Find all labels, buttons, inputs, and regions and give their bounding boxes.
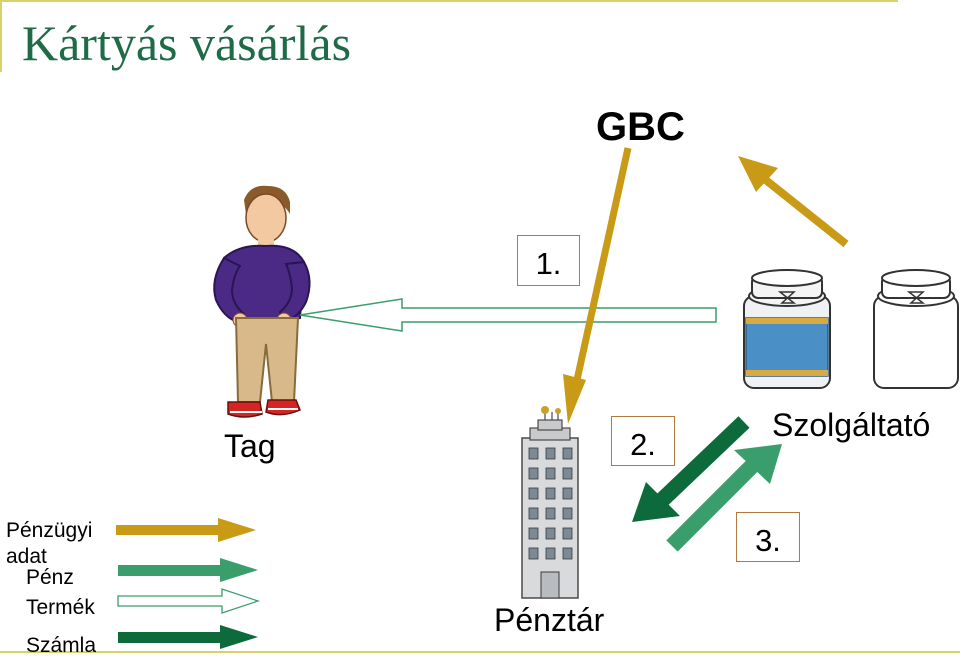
legend-product-label: Termék <box>26 596 95 619</box>
person-icon <box>213 185 311 418</box>
slide-frame-bottom <box>0 651 960 653</box>
gbc-label: GBC <box>596 105 685 149</box>
step-3-box: 3. <box>736 512 800 562</box>
money-arrow <box>666 444 782 552</box>
financial-data-arrow <box>738 156 849 248</box>
product-flow-arrow <box>299 298 717 332</box>
slide-title: Kártyás vásárlás <box>22 15 352 71</box>
legend-money-label: Pénz <box>26 566 74 589</box>
cashier-label: Pénztár <box>494 602 605 638</box>
legend-invoice-label: Számla <box>26 634 97 657</box>
office-building-icon <box>521 406 579 599</box>
slide-frame-left <box>0 0 2 72</box>
slide-frame-top <box>0 0 898 2</box>
legend-financial-label-line2: adat <box>6 545 47 568</box>
step-1-box: 1. <box>517 235 580 286</box>
financial-data-line <box>563 147 632 424</box>
legend-product-arrow <box>117 588 261 614</box>
invoice-arrow <box>632 416 750 522</box>
provider-label: Szolgáltató <box>772 407 931 443</box>
member-label: Tag <box>224 428 276 464</box>
jar-icon <box>743 269 831 389</box>
legend-financial-arrow <box>116 518 256 542</box>
legend-invoice-arrow <box>118 625 258 649</box>
legend-money-arrow <box>118 558 258 582</box>
step-2-box: 2. <box>611 416 675 466</box>
empty-jar-icon <box>873 269 959 389</box>
legend-financial-label: Pénzügyi <box>6 519 93 542</box>
